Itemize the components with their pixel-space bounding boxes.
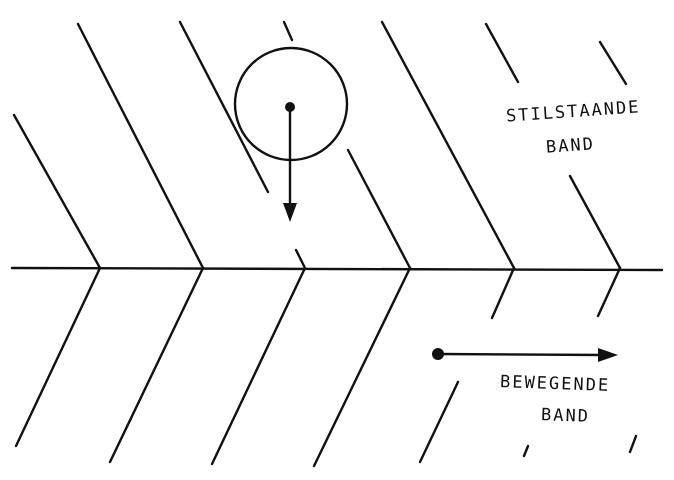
moving-band-line [108, 266, 205, 464]
static-band-line [598, 40, 628, 86]
static-band-line [178, 20, 270, 194]
moving-band-line [312, 266, 412, 468]
static-band-line [380, 20, 516, 270]
right-arrow-shaft [436, 352, 606, 357]
ball-center-dot [285, 102, 295, 112]
static-band-line [76, 22, 205, 270]
static-band-line [484, 22, 520, 84]
static-band-label-line2: BAND [545, 134, 596, 158]
moving-band-line [14, 266, 102, 448]
moving-band-line [418, 380, 460, 464]
static-band-line [12, 113, 102, 270]
moving-band-line [628, 434, 638, 454]
moving-band-label-line1: BEWEGENDE [499, 372, 611, 396]
moving-band-label-line2: BAND [540, 405, 591, 427]
static-band-line [568, 174, 622, 270]
static-band-line [346, 148, 412, 270]
moving-band-line [596, 266, 622, 318]
right-arrow-origin-dot [432, 348, 444, 360]
moving-band-line [210, 266, 307, 466]
right-arrow-head [598, 348, 618, 362]
moving-band-line [490, 266, 516, 320]
band-divider-line [10, 266, 664, 272]
moving-band-line [522, 444, 530, 458]
down-arrow-head [283, 203, 297, 222]
static-band-line [294, 248, 307, 270]
static-band-line [282, 20, 294, 42]
